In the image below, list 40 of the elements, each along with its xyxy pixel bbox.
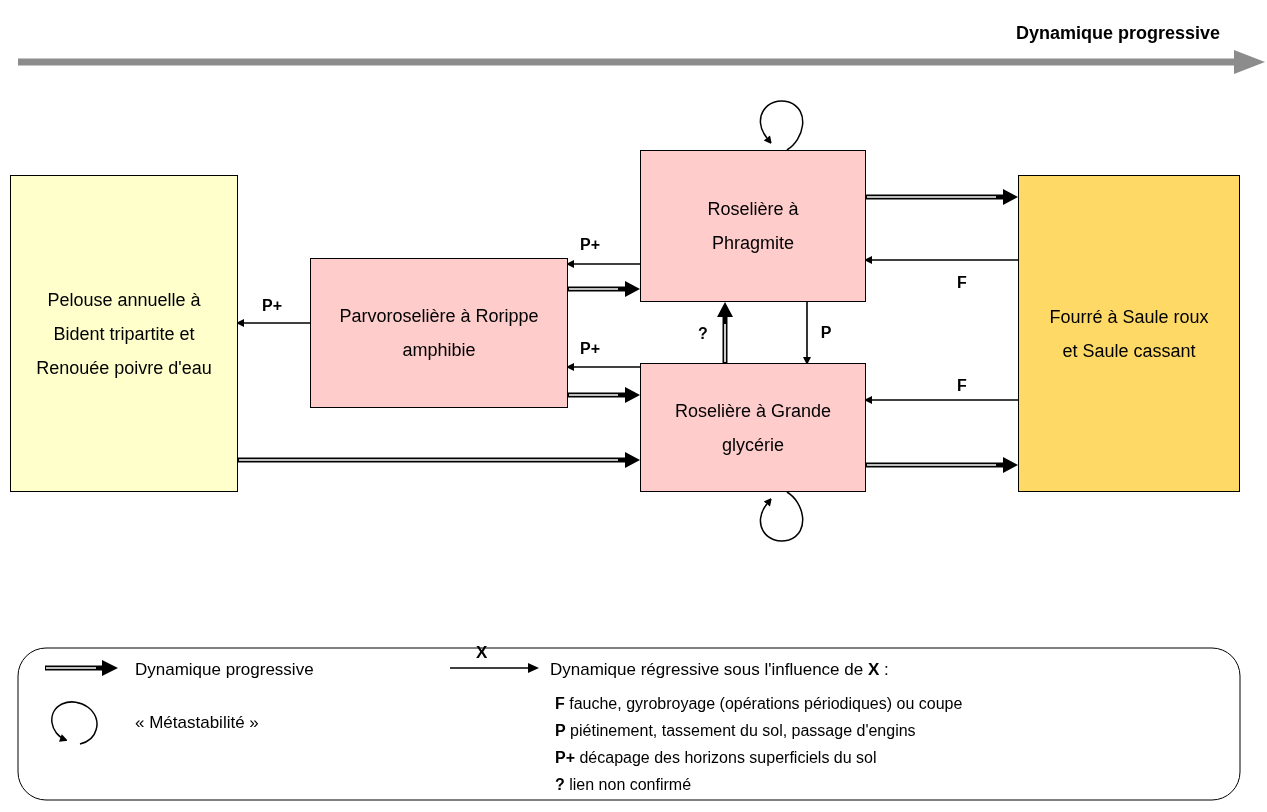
loop-arrow bbox=[759, 491, 804, 542]
habitat-name: Roselière à Phragmite bbox=[706, 198, 800, 255]
double-arrow bbox=[568, 387, 640, 403]
arrow bbox=[803, 301, 811, 365]
legend-text: Dynamique progressive bbox=[135, 659, 314, 681]
habitat-name: Fourré à Saule roux et Saule cassant bbox=[1049, 305, 1209, 363]
edge-label: F bbox=[956, 275, 968, 291]
habitat-box bbox=[640, 150, 866, 302]
legend-definition: ? lien non confirmé bbox=[555, 775, 693, 795]
double-arrow bbox=[568, 281, 640, 297]
habitat-box bbox=[10, 175, 238, 492]
legend-definition: P+ décapage des horizons superficiels du sol bbox=[555, 748, 878, 768]
edge-label: P+ bbox=[579, 341, 601, 357]
legend-text: « Métastabilité » bbox=[135, 712, 259, 734]
edge-label: P+ bbox=[579, 237, 601, 253]
edge-label: P bbox=[819, 325, 833, 341]
double-arrow bbox=[238, 452, 640, 468]
double-arrow bbox=[866, 189, 1018, 205]
arrow bbox=[864, 396, 1019, 404]
legend-definition: P piétinement, tassement du sol, passage d'engins bbox=[555, 721, 917, 741]
arrow bbox=[566, 363, 641, 371]
habitat-box bbox=[640, 363, 866, 492]
habitat-name: Roselière à Grande glycérie bbox=[673, 399, 833, 457]
legend-text: Dynamique régressive sous l'influence de X : bbox=[550, 659, 889, 681]
arrow bbox=[236, 319, 311, 327]
edge-label: F bbox=[956, 378, 968, 394]
double-arrow bbox=[866, 457, 1018, 473]
legend-symbol-label: X bbox=[476, 642, 488, 664]
arrow bbox=[864, 256, 1019, 264]
habitat-box bbox=[1018, 175, 1240, 492]
arrow bbox=[566, 260, 641, 268]
edge-label: ? bbox=[697, 326, 709, 342]
edge-label: P+ bbox=[261, 298, 283, 314]
loop-arrow bbox=[759, 100, 804, 151]
habitat-name: Pelouse annuelle à Bident tripartite et Renouée poivre d'eau bbox=[35, 288, 213, 380]
legend-definition: F fauche, gyrobroyage (opérations périodiques) ou coupe bbox=[555, 694, 963, 714]
habitat-name: Parvoroselière à Rorippe amphibie bbox=[339, 305, 539, 362]
axis-title: Dynamique progressive bbox=[1015, 22, 1220, 45]
habitat-box bbox=[310, 258, 568, 408]
double-arrow bbox=[717, 302, 733, 363]
